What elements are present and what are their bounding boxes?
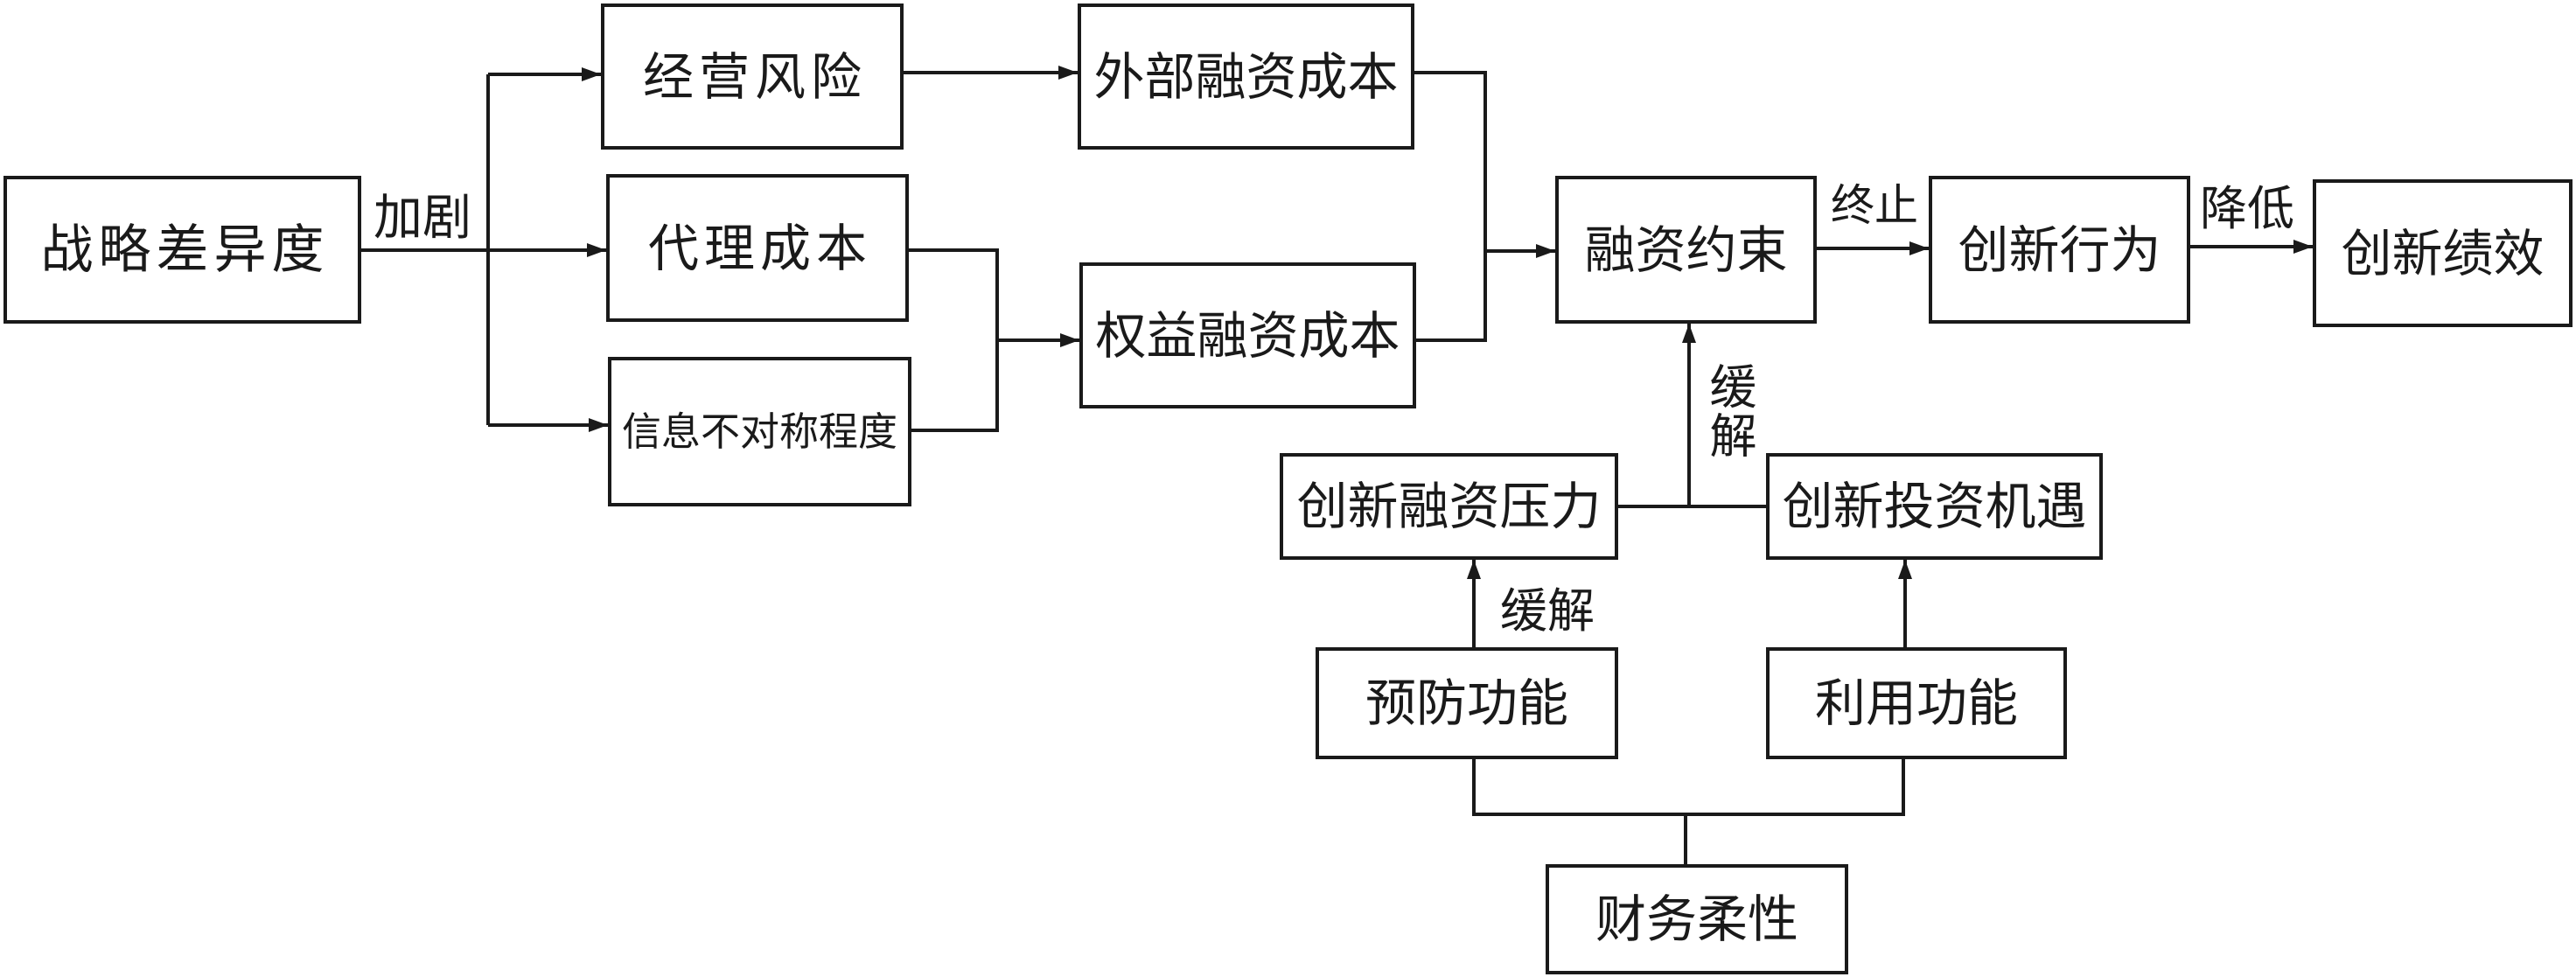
edge-label-alleviate-constraint: 缓解 (1701, 362, 1756, 460)
connector-agency-info (909, 248, 999, 432)
node-innovation-behavior: 创新行为 (1929, 176, 2190, 324)
node-financial-flexibility: 财务柔性 (1546, 864, 1848, 974)
node-innovation-performance: 创新绩效 (2313, 179, 2573, 327)
node-external-financing-cost: 外部融资成本 (1078, 3, 1414, 150)
node-agency-cost: 代理成本 (606, 174, 909, 322)
edge-label-terminate: 终止 (1831, 180, 1918, 231)
edge-label-alleviate-pressure: 缓解 (1500, 583, 1595, 639)
edge-label-reduce: 降低 (2200, 181, 2294, 236)
edge-label-intensify: 加剧 (373, 190, 471, 247)
node-prevention-function: 预防功能 (1316, 647, 1618, 759)
node-innovation-investment-opportunity: 创新投资机遇 (1766, 453, 2103, 560)
node-operating-risk: 经营风险 (601, 3, 904, 150)
connector-functions-bottom (1472, 759, 1905, 816)
node-innovation-financing-pressure: 创新融资压力 (1280, 453, 1618, 560)
connector-external-equity (1414, 71, 1487, 342)
node-equity-financing-cost: 权益融资成本 (1079, 262, 1416, 408)
node-financing-constraint: 融资约束 (1555, 176, 1817, 324)
node-utilization-function: 利用功能 (1766, 647, 2067, 759)
node-info-asymmetry: 信息不对称程度 (608, 357, 911, 506)
node-strategic-difference: 战略差异度 (3, 176, 361, 324)
